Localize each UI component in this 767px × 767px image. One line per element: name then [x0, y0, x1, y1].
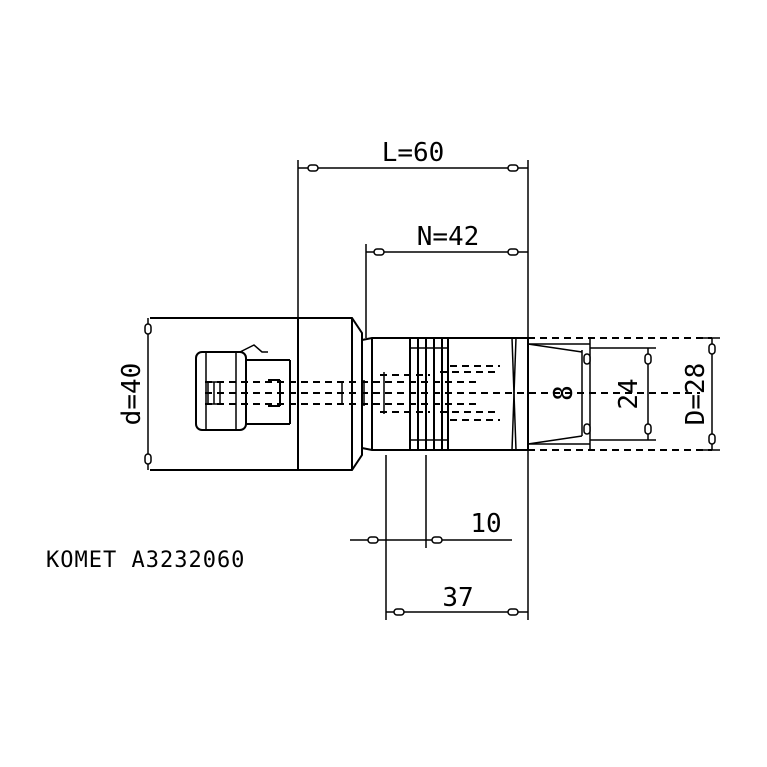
n-length-label: N=42 — [417, 222, 480, 252]
flange-diameter-label: d=40 — [117, 363, 147, 426]
shank-length-label: 37 — [442, 583, 473, 613]
inner-bore-label: 8 — [549, 385, 579, 401]
internal-bore — [205, 365, 700, 421]
adjuster-head — [195, 344, 291, 431]
groove-width-label: 10 — [470, 509, 501, 539]
model-label: KOMET A3232060 — [46, 548, 245, 573]
dimension-n-length: N=42 — [365, 222, 528, 338]
total-length-label: L=60 — [382, 138, 445, 168]
dimension-groove-width: 10 — [350, 455, 512, 620]
dimension-total-length: L=60 — [297, 138, 529, 338]
dimension-inner-bore: 8 — [549, 385, 579, 401]
dimension-bore-diameter: 24 — [583, 347, 656, 441]
dimension-shank-length: 37 — [386, 450, 529, 620]
dimension-flange-diameter: d=40 — [117, 318, 152, 470]
bore-diameter-label: 24 — [614, 378, 644, 409]
dimension-shank-diameter: D=28 — [681, 337, 720, 451]
shank-diameter-label: D=28 — [681, 363, 711, 426]
